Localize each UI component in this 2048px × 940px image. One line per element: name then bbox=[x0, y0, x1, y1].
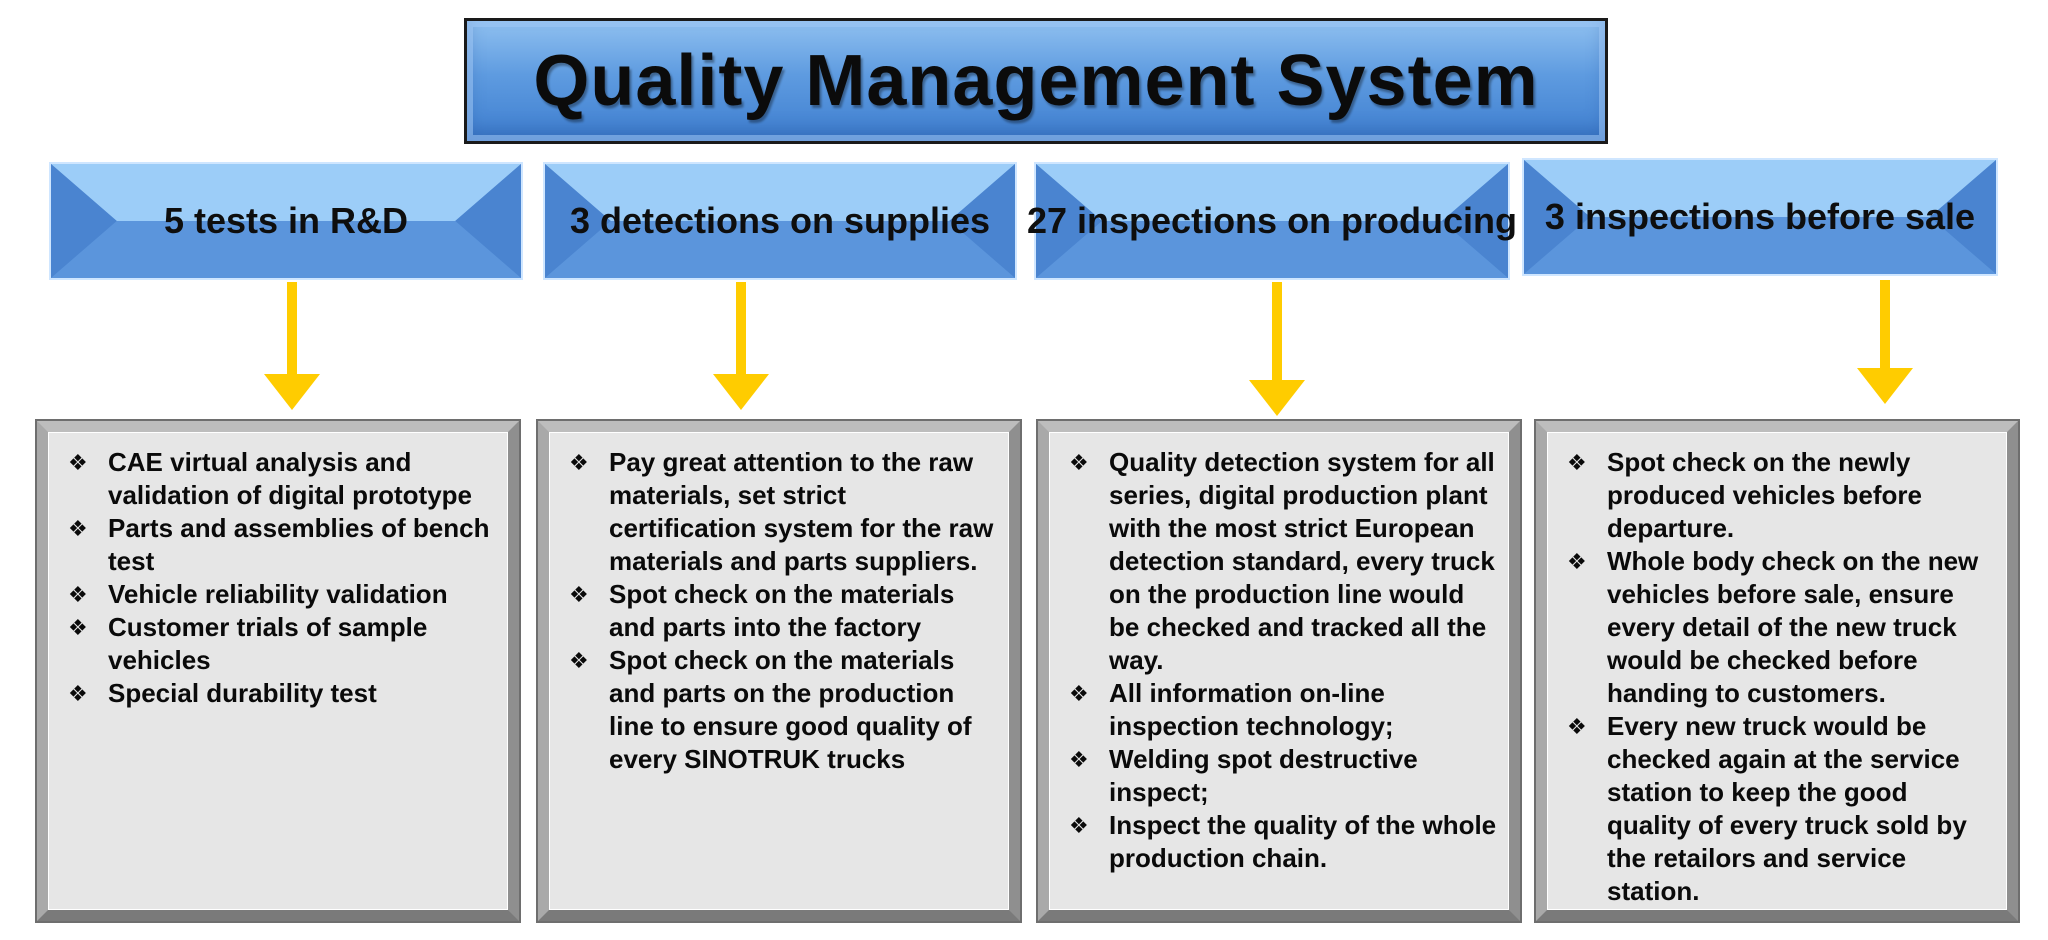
header-bevel-shape bbox=[545, 164, 1015, 278]
list-item: ❖Quality detection system for all series… bbox=[1069, 447, 1495, 675]
diamond-bullet-icon: ❖ bbox=[1567, 714, 1587, 739]
diamond-bullet-icon: ❖ bbox=[569, 450, 589, 475]
list-item: ❖Pay great attention to the raw material… bbox=[569, 447, 994, 576]
list-item: ❖Welding spot destructive inspect; bbox=[1069, 744, 1418, 807]
list-item: ❖Parts and assemblies of bench test bbox=[68, 513, 490, 576]
detail-box-producing: ❖Quality detection system for all series… bbox=[1038, 421, 1520, 921]
down-arrow-icon bbox=[1249, 282, 1305, 416]
diamond-bullet-icon: ❖ bbox=[1069, 747, 1089, 772]
diamond-bullet-icon: ❖ bbox=[1069, 813, 1089, 838]
detail-list: ❖Spot check on the newly produced vehicl… bbox=[1547, 432, 2007, 908]
list-item: ❖Spot check on the newly produced vehicl… bbox=[1567, 447, 1922, 543]
stage-header-before-sale: 3 inspections before sale bbox=[1522, 158, 1998, 276]
detail-list: ❖CAE virtual analysis and validation of … bbox=[48, 432, 508, 710]
list-item: ❖Customer trials of sample vehicles bbox=[68, 612, 428, 675]
detail-list: ❖Pay great attention to the raw material… bbox=[549, 432, 1009, 776]
detail-list: ❖Quality detection system for all series… bbox=[1049, 432, 1509, 875]
diamond-bullet-icon: ❖ bbox=[68, 450, 88, 475]
down-arrow-icon bbox=[713, 282, 769, 410]
list-item: ❖Inspect the quality of the whole produc… bbox=[1069, 810, 1497, 873]
down-arrow-icon bbox=[1857, 280, 1913, 404]
stage-header-producing: 27 inspections on producing bbox=[1026, 162, 1518, 280]
list-item: ❖Vehicle reliability validation bbox=[68, 579, 448, 609]
diagram-title: Quality Management System bbox=[533, 41, 1539, 121]
header-bevel-shape bbox=[1036, 164, 1508, 278]
list-item: ❖Whole body check on the new vehicles be… bbox=[1567, 546, 1979, 708]
list-item: ❖Special durability test bbox=[68, 678, 377, 708]
stage-header-rnd: 5 tests in R&D bbox=[49, 162, 523, 280]
header-bevel-shape bbox=[1524, 160, 1996, 274]
diamond-bullet-icon: ❖ bbox=[68, 516, 88, 541]
detail-box-supplies: ❖Pay great attention to the raw material… bbox=[538, 421, 1020, 921]
down-arrow-icon bbox=[264, 282, 320, 410]
diamond-bullet-icon: ❖ bbox=[1567, 549, 1587, 574]
title-banner: Quality Management System bbox=[464, 18, 1608, 144]
list-item: ❖All information on-line inspection tech… bbox=[1069, 678, 1394, 741]
detail-box-before-sale: ❖Spot check on the newly produced vehicl… bbox=[1536, 421, 2018, 921]
stage-label: 5 tests in R&D bbox=[163, 200, 409, 241]
diamond-bullet-icon: ❖ bbox=[68, 681, 88, 706]
diamond-bullet-icon: ❖ bbox=[1069, 450, 1089, 475]
list-item: ❖Spot check on the materials and parts o… bbox=[569, 645, 972, 774]
header-bevel-shape bbox=[51, 164, 521, 278]
diamond-bullet-icon: ❖ bbox=[68, 582, 88, 607]
list-item: ❖Every new truck would be checked again … bbox=[1567, 711, 1967, 906]
stage-label: 27 inspections on producing bbox=[1026, 200, 1518, 241]
detail-box-rnd: ❖CAE virtual analysis and validation of … bbox=[37, 421, 519, 921]
diamond-bullet-icon: ❖ bbox=[1069, 681, 1089, 706]
diamond-bullet-icon: ❖ bbox=[68, 615, 88, 640]
diamond-bullet-icon: ❖ bbox=[569, 648, 589, 673]
stage-header-supplies: 3 detections on supplies bbox=[543, 162, 1017, 280]
list-item: ❖CAE virtual analysis and validation of … bbox=[68, 447, 472, 510]
list-item: ❖Spot check on the materials and parts i… bbox=[569, 579, 955, 642]
diamond-bullet-icon: ❖ bbox=[569, 582, 589, 607]
diamond-bullet-icon: ❖ bbox=[1567, 450, 1587, 475]
stage-label: 3 detections on supplies bbox=[569, 200, 991, 241]
stage-label: 3 inspections before sale bbox=[1544, 196, 1976, 237]
